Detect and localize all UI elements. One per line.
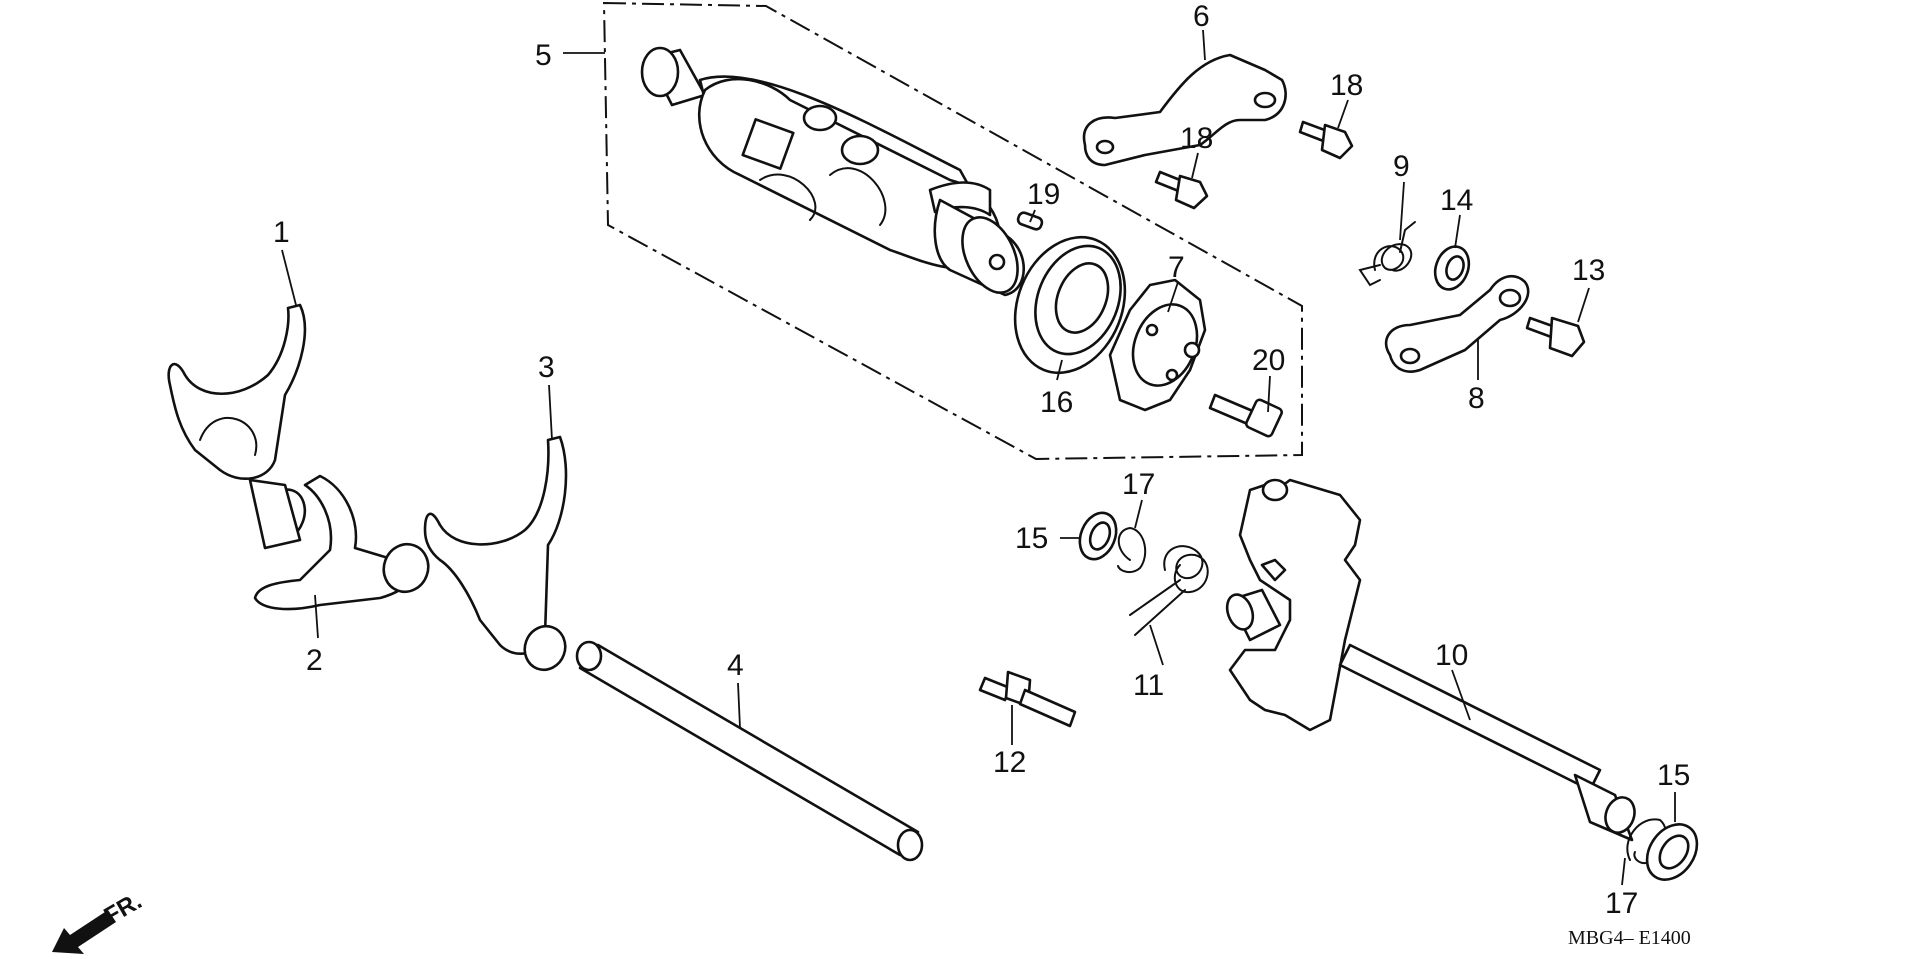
callout-13: 13	[1572, 254, 1605, 287]
collar	[1433, 245, 1471, 291]
callout-17-upper: 17	[1122, 468, 1155, 501]
callout-18-upper: 18	[1330, 69, 1363, 102]
front-arrow-icon	[52, 910, 116, 954]
callout-8: 8	[1468, 382, 1485, 415]
flange-bolt-upper	[1298, 120, 1354, 160]
stopper-arm-spring	[1358, 221, 1416, 287]
leader-lines	[281, 29, 1676, 886]
washer-lower	[1645, 823, 1699, 881]
callout-3: 3	[538, 351, 555, 384]
drawing-reference-code: MBG4– E1400	[1568, 927, 1691, 949]
shift-fork-1	[167, 303, 307, 550]
ball-bearing	[1013, 235, 1127, 375]
callout-15-upper: 15	[1015, 522, 1048, 555]
stopper-arm	[1384, 274, 1530, 373]
callout-1: 1	[273, 216, 290, 249]
drum-center-plate	[1108, 278, 1207, 412]
callout-20: 20	[1252, 344, 1285, 377]
callout-18-lower: 18	[1180, 122, 1213, 155]
stopper-arm-bolt	[1525, 316, 1586, 358]
callout-5: 5	[535, 39, 552, 72]
flange-bolt-lower	[1154, 170, 1209, 210]
callout-10: 10	[1435, 639, 1468, 672]
callout-15-lower: 15	[1657, 759, 1690, 792]
callout-6: 6	[1193, 0, 1210, 33]
socket-bolt	[1208, 393, 1284, 438]
callout-7: 7	[1168, 251, 1185, 284]
gearshift-spindle	[1225, 478, 1636, 842]
callout-4: 4	[727, 649, 744, 682]
callout-2: 2	[306, 644, 323, 677]
return-spring-pin	[978, 670, 1077, 728]
fork-shaft	[575, 640, 924, 862]
callout-14: 14	[1440, 184, 1473, 217]
callout-16: 16	[1040, 386, 1073, 419]
callout-11: 11	[1133, 669, 1164, 702]
callout-12: 12	[993, 746, 1026, 779]
front-direction-indicator: FR.	[52, 887, 146, 954]
callout-9: 9	[1393, 150, 1410, 183]
washer-upper	[1078, 511, 1118, 561]
shift-fork-2	[253, 474, 430, 611]
callout-19: 19	[1027, 178, 1060, 211]
stopper-plate	[1082, 53, 1287, 167]
shift-fork-3	[423, 435, 568, 672]
snap-ring-upper	[1117, 526, 1147, 574]
shift-drum	[640, 46, 1026, 297]
callout-17-lower: 17	[1605, 887, 1638, 920]
return-spring	[1129, 545, 1209, 636]
assembly-group-outline	[602, 1, 1303, 461]
callout-labels: 1 2 3 4 5 6 7 8 9 10 11 12 13 14 15 15 1…	[273, 0, 1690, 920]
